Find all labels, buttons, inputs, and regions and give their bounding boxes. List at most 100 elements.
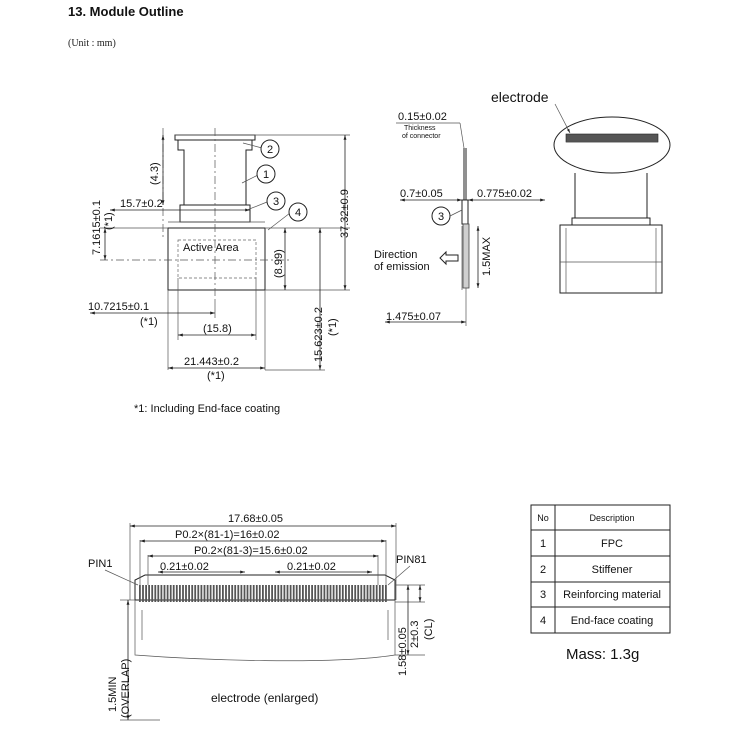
dim-pitch-15-6: P0.2×(81-3)=15.6±0.02 (194, 545, 308, 557)
electrode-pin (363, 585, 366, 602)
electrode-pin (274, 585, 277, 602)
table-row-3-no: 3 (540, 589, 546, 601)
mass-label: Mass: 1.3g (566, 646, 639, 663)
electrode-pin (142, 585, 144, 602)
table-header-no: No (537, 513, 549, 523)
dim-1-475: 1.475±0.07 (386, 311, 441, 323)
electrode-pin (191, 585, 194, 602)
table-row-4-desc: End-face coating (571, 615, 654, 627)
dim-0-21-right: 0.21±0.02 (287, 561, 336, 573)
dim-15-7: 15.7±0.2 (120, 198, 163, 210)
electrode-pin (332, 585, 335, 602)
callout-4-label: 4 (295, 207, 301, 219)
callout-2 (260, 139, 280, 159)
electrode-pin (169, 585, 172, 602)
electrode-pin (329, 585, 332, 602)
callout-3-label: 3 (273, 196, 279, 208)
footnote: *1: Including End-face coating (134, 403, 280, 415)
table-row-2-no: 2 (540, 564, 546, 576)
callout-4 (288, 202, 308, 222)
table-row-1-no: 1 (540, 538, 546, 550)
dim-15-8: (15.8) (203, 323, 232, 335)
electrode-pin (209, 585, 212, 602)
front-view: (4.3) 15.7±0.2 7.1615±0.1 (*1) 37.32±0.9… (88, 128, 351, 415)
table-header-description: Description (589, 513, 634, 523)
electrode-pin (317, 585, 320, 602)
active-area-label: Active Area (183, 242, 240, 254)
electrode-pin (218, 585, 221, 602)
electrode-pin (292, 585, 295, 602)
perspective-view: electrode (491, 89, 671, 294)
electrode-pin (225, 585, 227, 602)
direction-label-1: Direction (374, 249, 417, 261)
callout-3 (266, 191, 286, 211)
dim-15-623-note: (*1) (327, 318, 339, 336)
electrode-pin (298, 585, 301, 602)
electrode-pin (311, 585, 313, 602)
dim-10-7215-note: (*1) (140, 316, 158, 328)
side-view: 0.15±0.02 Thickness of connector 0.7±0.0… (374, 111, 545, 326)
electrode-pin (188, 585, 190, 602)
electrode-pin (314, 585, 317, 602)
electrode-pin (268, 585, 270, 602)
pin81-label: PIN81 (396, 554, 427, 566)
electrode-pin (231, 585, 234, 602)
electrode-pin (182, 585, 184, 602)
thickness-note-1: Thickness (404, 125, 436, 132)
electrode-pin (385, 585, 387, 602)
electrode-pin (366, 585, 369, 602)
electrode-pin (160, 585, 163, 602)
callout-2-label: 2 (267, 144, 273, 156)
electrode-pin (283, 585, 286, 602)
electrode-pin (320, 585, 323, 602)
electrode-pin (163, 585, 166, 602)
dim-1-58: 1.58±0.05 (397, 627, 409, 676)
electrode-pin (308, 585, 310, 602)
dim-1-5min: 1.5MIN (107, 676, 119, 712)
thickness-note-2: of connector (402, 133, 441, 140)
electrode-pin (305, 585, 307, 602)
electrode-pin (203, 585, 206, 602)
dim-21-443: 21.443±0.2 (184, 356, 239, 368)
electrode-pin (357, 585, 360, 602)
electrode-pin (228, 585, 230, 602)
electrode-pin (378, 585, 381, 602)
electrode-pin (360, 585, 363, 602)
electrode-pin (157, 585, 160, 602)
electrode-pin (271, 585, 273, 602)
dim-cl: (CL) (423, 619, 435, 640)
electrode-pin (154, 585, 157, 602)
electrode-pin (345, 585, 347, 602)
electrode-pin (194, 585, 197, 602)
electrode-pin (240, 585, 243, 602)
electrode-pin (139, 585, 141, 602)
electrode-pin (265, 585, 267, 602)
electrode-pin (280, 585, 283, 602)
electrode-pin (258, 585, 261, 602)
electrode-pin (372, 585, 375, 602)
electrode-pin (222, 585, 224, 602)
electrode-pin (234, 585, 237, 602)
dim-37-32: 37.32±0.9 (339, 189, 351, 238)
electrode-pin (255, 585, 258, 602)
electrode-pin (351, 585, 353, 602)
electrode-pin (381, 585, 384, 602)
electrode-pin (338, 585, 341, 602)
electrode-pin (185, 585, 187, 602)
electrode-pin (179, 585, 181, 602)
electrode-detail: 17.68±0.05 P0.2×(81-1)=16±0.02 P0.2×(81-… (88, 513, 435, 721)
side-callout-3-label: 3 (438, 211, 444, 223)
callout-1 (256, 164, 276, 184)
electrode-pin (249, 585, 252, 602)
dim-0-775: 0.775±0.02 (477, 188, 532, 200)
electrode-pin (289, 585, 292, 602)
callout-1-label: 1 (263, 169, 269, 181)
electrode-pin (335, 585, 338, 602)
electrode-pin (206, 585, 209, 602)
dim-21-443-note: (*1) (207, 370, 225, 382)
dim-pitch-16: P0.2×(81-1)=16±0.02 (175, 529, 280, 541)
table-row-3-desc: Reinforcing material (563, 589, 661, 601)
electrode-pin (323, 585, 326, 602)
dim-7-1615-note: (*1) (103, 212, 115, 230)
